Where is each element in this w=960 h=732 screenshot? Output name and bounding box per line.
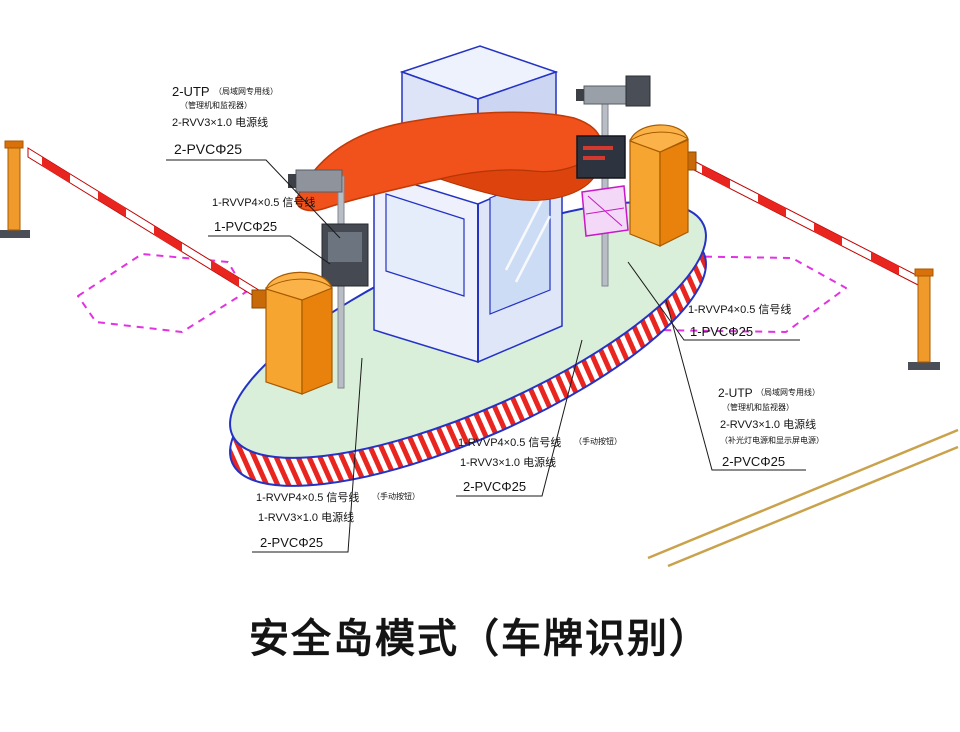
post-body [917,273,931,363]
post-cap [4,140,24,149]
road-marking-lines [647,428,959,568]
leader-right-lower [665,299,806,471]
cable-label-note: （手动按钮） [574,436,622,446]
barrier-post-left [0,140,30,238]
leader-bottom-left [252,357,363,553]
cable-label: 1-PVCΦ25 [690,324,753,339]
barrier-arm-right [687,157,923,288]
camera-right-module [625,75,651,107]
barrier-gate-right [629,124,697,247]
cable-label: 2-UTP [718,386,753,400]
cable-label: 2-UTP [172,84,210,99]
led-screen-left [328,232,362,262]
cable-label-note: （手动按钮） [372,491,420,501]
led-text-row [583,156,605,160]
post-base [908,362,940,370]
cable-label: 1-RVVP4×0.5 信号线 [256,490,359,504]
arm-stripe [211,260,239,287]
leader-left-mid [208,235,331,265]
camera-right-lens [576,89,584,101]
booth-window-left [385,193,465,297]
cable-label: 1-RVVP4×0.5 信号线 [688,302,791,316]
led-text-row [583,146,613,150]
post-body [7,145,21,231]
cable-label: 2-PVCΦ25 [722,454,785,469]
label-bottom-left: 1-RVVP4×0.5 信号线 （手动按钮） 1-RVV3×1.0 电源线 2-… [256,490,420,550]
cable-label: 2-PVCΦ25 [174,141,242,157]
cabinet-front [265,287,303,395]
fill-light-grid [585,207,625,215]
cable-label: 1-PVCΦ25 [214,219,277,234]
arm-stripe [871,252,899,275]
cabinet-front [629,139,661,247]
post-cap [914,268,934,277]
label-right-lower: 2-UTP （局域网专用线） （管理机和监视器） 2-RVV3×1.0 电源线 … [718,386,824,469]
label-left-mid: 1-RVVP4×0.5 信号线 1-PVCΦ25 [212,195,315,234]
cable-label-note: （管理机和监视器） [180,100,252,110]
arm-stripe [758,194,786,217]
post-base [0,230,30,238]
cabinet-side [301,287,333,395]
cable-label-note: （补光灯电源和显示屏电源） [720,435,824,445]
guard-booth [373,166,563,364]
cabinet-side [659,139,689,247]
arm-stripe [702,165,730,189]
leader-top-left [166,159,341,239]
cable-label: 1-RVVP4×0.5 信号线 [458,435,561,449]
arm-stripe [814,223,842,246]
arm-stripe [98,191,126,217]
label-top-left: 2-UTP （局域网专用线） （管理机和监视器） 2-RVV3×1.0 电源线 … [172,84,278,157]
arm-stripe [42,157,70,183]
window-glare [504,199,544,271]
arm-stripe [154,226,182,252]
cable-label: 1-RVV3×1.0 电源线 [460,455,556,469]
ground-loop-left [77,253,247,333]
label-bottom-center: 1-RVVP4×0.5 信号线 （手动按钮） 1-RVV3×1.0 电源线 2-… [458,435,622,494]
cable-label: 1-RVVP4×0.5 信号线 [212,195,315,209]
cable-label-note: （管理机和监视器） [722,402,794,412]
cable-label: 2-RVV3×1.0 电源线 [720,417,816,431]
barrier-post-right [908,268,940,370]
page-title: 安全岛模式（车牌识别） [249,616,711,661]
camera-pole-left [288,169,369,389]
camera-right-icon [583,85,633,105]
camera-pole-right [576,75,651,287]
cable-label: 2-PVCΦ25 [260,535,323,550]
cable-label-note: （局域网专用线） [756,387,820,397]
label-right-mid: 1-RVVP4×0.5 信号线 1-PVCΦ25 [688,302,791,339]
cabinet-cap-edge [265,278,333,290]
cable-label: 2-RVV3×1.0 电源线 [172,115,268,129]
barrier-gate-left [251,271,333,395]
callout-leaders [166,159,806,553]
cable-label: 1-RVV3×1.0 电源线 [258,510,354,524]
cable-label-note: （局域网专用线） [214,86,278,96]
road-line [647,428,959,560]
cable-label: 2-PVCΦ25 [463,479,526,494]
leader-right-mid [627,261,800,341]
loop-outline [77,253,247,333]
leader-bottom-center [456,339,583,497]
road-line [667,445,959,568]
window-glare [514,215,552,283]
camera-left-icon [295,169,343,193]
cabinet-cap-edge [629,131,689,142]
camera-left-lens [288,174,296,188]
